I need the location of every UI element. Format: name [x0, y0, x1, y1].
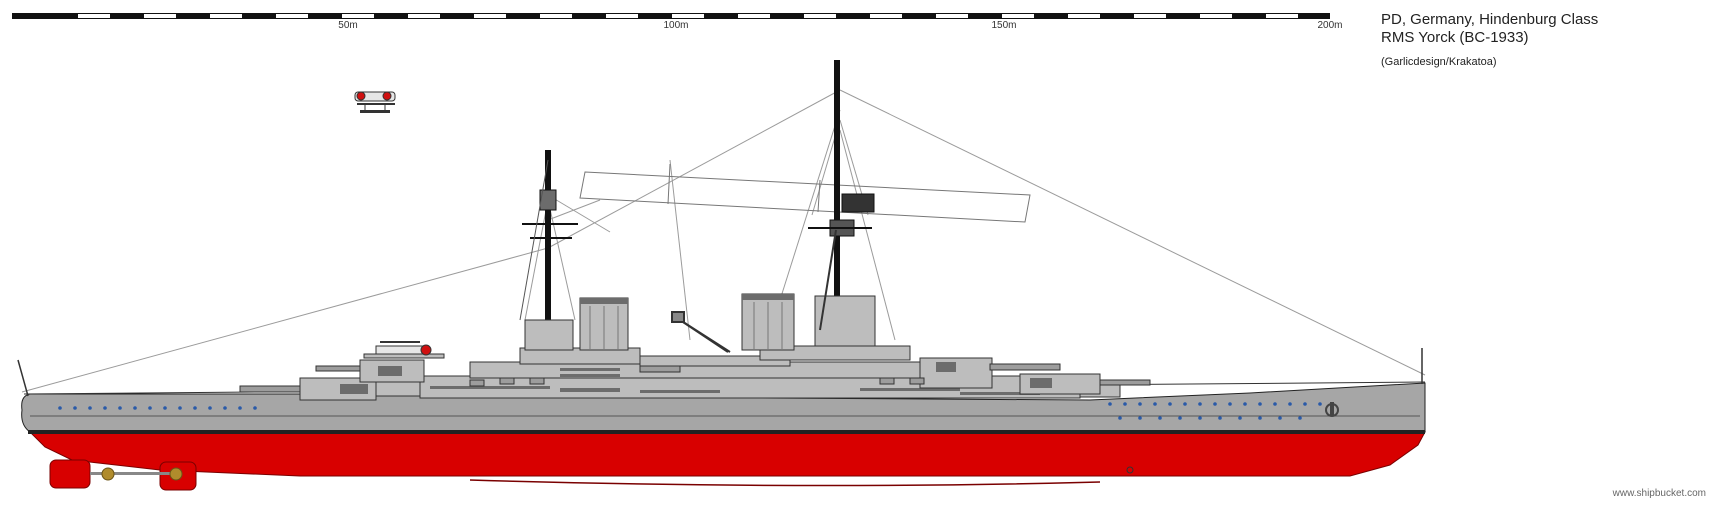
rudders-propellers: [49, 459, 197, 491]
hull-lower-red: [28, 431, 1426, 477]
forward-turrets: [919, 357, 1151, 395]
derrick-boom: [579, 163, 1031, 223]
scale-label-50m: 50m: [338, 20, 358, 31]
foremast: [519, 150, 578, 351]
scale-bar-track: [12, 13, 1330, 19]
stern-flagstaff: [17, 359, 29, 397]
ship-class-title: PD, Germany, Hindenburg Class: [1381, 11, 1599, 28]
scale-bar: [12, 13, 1330, 19]
scale-label-150m: 150m: [991, 20, 1017, 31]
hull-fitting: [1126, 466, 1134, 474]
rigging-lines: [21, 89, 1426, 393]
bilge-keel: [469, 479, 1101, 487]
after-funnel: [741, 293, 795, 351]
scale-label-100m: 100m: [663, 20, 689, 31]
aft-turrets: [239, 359, 425, 401]
seaplane-on-deck-icon: [363, 341, 445, 359]
mainmast: [808, 60, 876, 347]
watermark: www.shipbucket.com: [1612, 488, 1706, 499]
title-block: PD, Germany, Hindenburg Class RMS Yorck …: [1381, 11, 1598, 68]
credit-text: (Garlicdesign/Krakatoa): [1381, 56, 1497, 68]
crane: [671, 311, 731, 353]
anchor-icon: [1325, 402, 1339, 417]
seaplane-flying-icon: [354, 91, 396, 113]
forward-funnel: [579, 297, 629, 351]
scale-bar-segments: [78, 14, 1298, 18]
scale-label-200m: 200m: [1317, 20, 1343, 31]
boot-topping: [28, 430, 1425, 434]
secondary-guns: [469, 365, 925, 387]
superstructure-detail: [430, 368, 1040, 395]
ship-name-title: RMS Yorck (BC-1933): [1381, 29, 1529, 46]
